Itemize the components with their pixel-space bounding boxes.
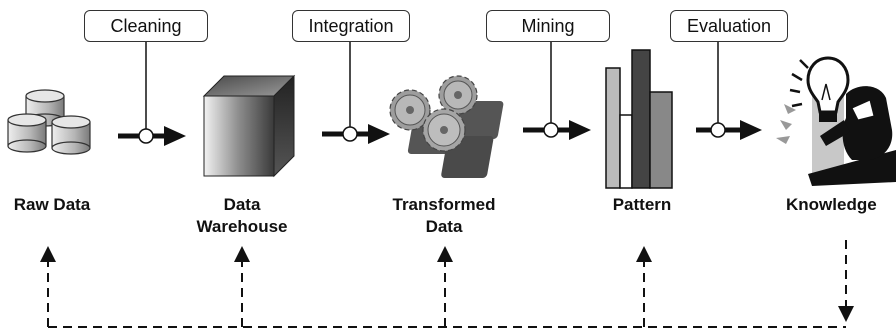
node-label-raw-data: Raw Data	[13, 195, 91, 214]
stage-box-integration: Integration	[292, 10, 410, 42]
stage-box-evaluation: Evaluation	[670, 10, 788, 42]
lightbulb-person-icon	[776, 56, 896, 186]
stage-box-mining: Mining	[486, 10, 610, 42]
stage-connector-integration	[322, 42, 390, 144]
stage-label-evaluation: Evaluation	[686, 15, 772, 36]
cube-icon	[202, 74, 296, 178]
stage-label-integration: Integration	[308, 15, 394, 36]
arrowhead-up-transformed-data	[437, 246, 453, 262]
node-label-data-warehouse: Data Warehouse	[196, 195, 288, 236]
database-cylinders-icon	[7, 89, 91, 155]
node-label-pattern: Pattern	[612, 195, 672, 214]
node-label-knowledge: Knowledge	[786, 195, 877, 214]
bar-chart-icon	[605, 49, 673, 189]
arrowhead-down-knowledge	[838, 306, 854, 322]
stage-connector-cleaning	[118, 42, 186, 146]
stage-box-cleaning: Cleaning	[84, 10, 208, 42]
arrowhead-up-pattern	[636, 246, 652, 262]
stage-connector-evaluation	[696, 42, 762, 140]
stage-connector-mining	[523, 42, 591, 140]
stage-label-cleaning: Cleaning	[110, 15, 182, 36]
gears-icon	[389, 75, 504, 178]
node-label-transformed-data: Transformed Data	[392, 195, 496, 236]
arrowhead-up-raw-data	[40, 246, 56, 262]
arrowhead-up-data-warehouse	[234, 246, 250, 262]
feedback-loop	[47, 240, 847, 328]
stage-label-mining: Mining	[521, 15, 575, 36]
